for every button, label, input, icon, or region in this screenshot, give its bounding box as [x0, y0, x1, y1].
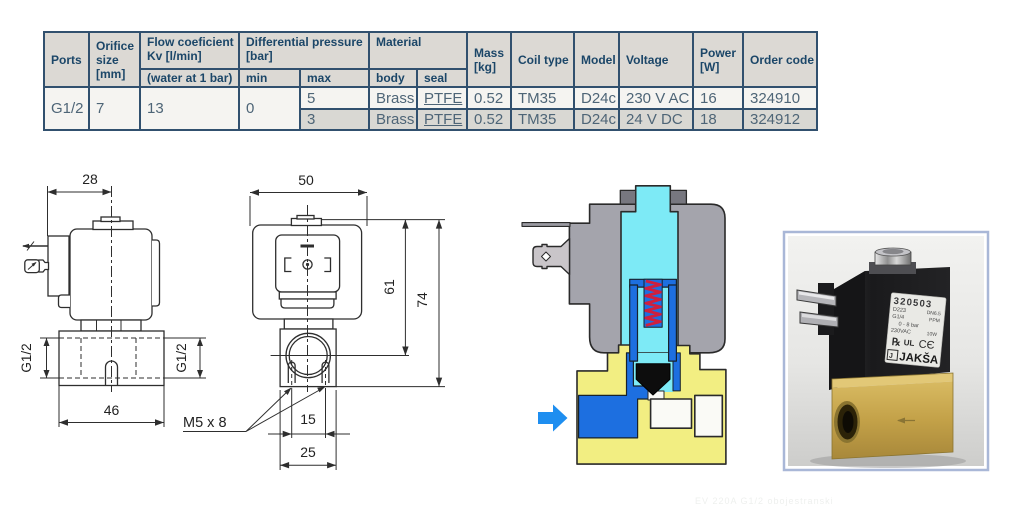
- svg-text:46: 46: [104, 402, 120, 418]
- svg-text:G1/2: G1/2: [174, 343, 189, 372]
- svg-text:320503: 320503: [893, 296, 933, 311]
- svg-text:PPM: PPM: [929, 317, 940, 324]
- svg-text:50: 50: [298, 172, 314, 188]
- svg-text:74: 74: [414, 292, 430, 308]
- svg-text:G1/4: G1/4: [892, 314, 904, 321]
- svg-text:CЄ: CЄ: [918, 338, 935, 351]
- svg-text:M5 x 8: M5 x 8: [183, 415, 227, 431]
- svg-text:61: 61: [381, 279, 397, 295]
- svg-text:℞: ℞: [891, 337, 901, 349]
- svg-text:0 - 8 bar: 0 - 8 bar: [898, 321, 919, 329]
- svg-text:15: 15: [300, 411, 316, 427]
- svg-text:JAKŠA: JAKŠA: [899, 350, 939, 367]
- svg-text:EV 220A G1/2 obojestranski: EV 220A G1/2 obojestranski: [695, 496, 834, 506]
- svg-text:230VAC: 230VAC: [891, 328, 912, 336]
- svg-text:D223: D223: [893, 307, 907, 314]
- svg-text:25: 25: [300, 444, 316, 460]
- svg-text:10W: 10W: [926, 331, 937, 338]
- svg-text:J: J: [889, 353, 894, 360]
- svg-text:UL: UL: [903, 338, 915, 348]
- svg-text:DN6.5: DN6.5: [926, 310, 941, 317]
- svg-text:G1/2: G1/2: [19, 343, 34, 372]
- svg-text:28: 28: [82, 171, 98, 187]
